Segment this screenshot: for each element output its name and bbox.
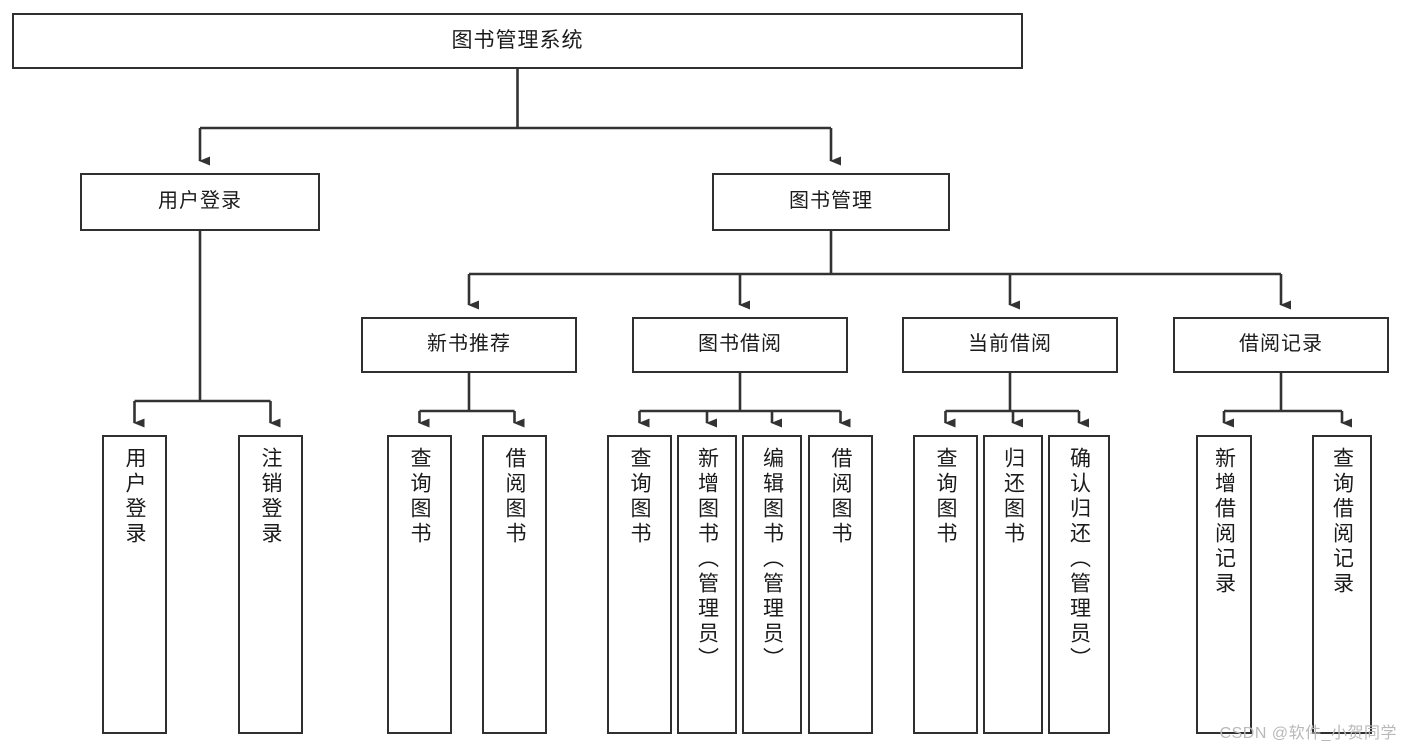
- node-leaf-user-login[interactable]: 用户登录: [102, 435, 167, 734]
- node-new-book-recommend[interactable]: 新书推荐: [361, 317, 577, 373]
- node-label: 图书管理: [789, 190, 873, 213]
- node-leaf-confirm-return[interactable]: 确认归还（管理员）: [1048, 435, 1110, 734]
- node-leaf-borrow-book-2[interactable]: 借阅图书: [808, 435, 873, 734]
- node-leaf-add-record[interactable]: 新增借阅记录: [1196, 435, 1252, 734]
- node-label: 查询图书: [934, 447, 957, 547]
- node-user-login[interactable]: 用户登录: [80, 173, 320, 231]
- node-leaf-query-book-3[interactable]: 查询图书: [913, 435, 978, 734]
- node-leaf-query-record[interactable]: 查询借阅记录: [1312, 435, 1372, 734]
- node-label: 查询借阅记录: [1330, 447, 1354, 597]
- node-label: 用户登录: [123, 447, 146, 547]
- node-label: 归还图书: [1001, 447, 1025, 547]
- node-leaf-borrow-book-1[interactable]: 借阅图书: [482, 435, 547, 734]
- node-label: 借阅记录: [1239, 333, 1323, 356]
- node-label: 当前借阅: [968, 333, 1052, 356]
- node-current-borrow[interactable]: 当前借阅: [902, 317, 1118, 373]
- node-leaf-return-book[interactable]: 归还图书: [983, 435, 1043, 734]
- node-leaf-query-book-1[interactable]: 查询图书: [387, 435, 452, 734]
- watermark-label: CSDN @软件_小贺同学: [1219, 725, 1397, 742]
- node-label: 新增图书（管理员）: [695, 447, 719, 672]
- node-label: 图书管理系统: [451, 28, 584, 52]
- node-leaf-user-logout[interactable]: 注销登录: [238, 435, 303, 734]
- node-borrow-record[interactable]: 借阅记录: [1173, 317, 1389, 373]
- node-label: 查询图书: [408, 447, 431, 547]
- node-leaf-edit-book[interactable]: 编辑图书（管理员）: [742, 435, 802, 734]
- node-book-manage[interactable]: 图书管理: [712, 173, 950, 231]
- node-leaf-add-book[interactable]: 新增图书（管理员）: [677, 435, 737, 734]
- node-label: 编辑图书（管理员）: [760, 447, 784, 672]
- node-label: 图书借阅: [698, 333, 782, 356]
- node-label: 新增借阅记录: [1212, 447, 1236, 597]
- node-leaf-query-book-2[interactable]: 查询图书: [607, 435, 672, 734]
- node-label: 借阅图书: [829, 447, 852, 547]
- node-label: 借阅图书: [503, 447, 526, 547]
- node-label: 用户登录: [158, 190, 242, 213]
- node-root[interactable]: 图书管理系统: [12, 13, 1023, 69]
- node-label: 确认归还（管理员）: [1067, 447, 1091, 672]
- node-label: 新书推荐: [427, 333, 511, 356]
- node-label: 查询图书: [628, 447, 651, 547]
- node-label: 注销登录: [259, 447, 282, 547]
- node-book-borrow[interactable]: 图书借阅: [632, 317, 848, 373]
